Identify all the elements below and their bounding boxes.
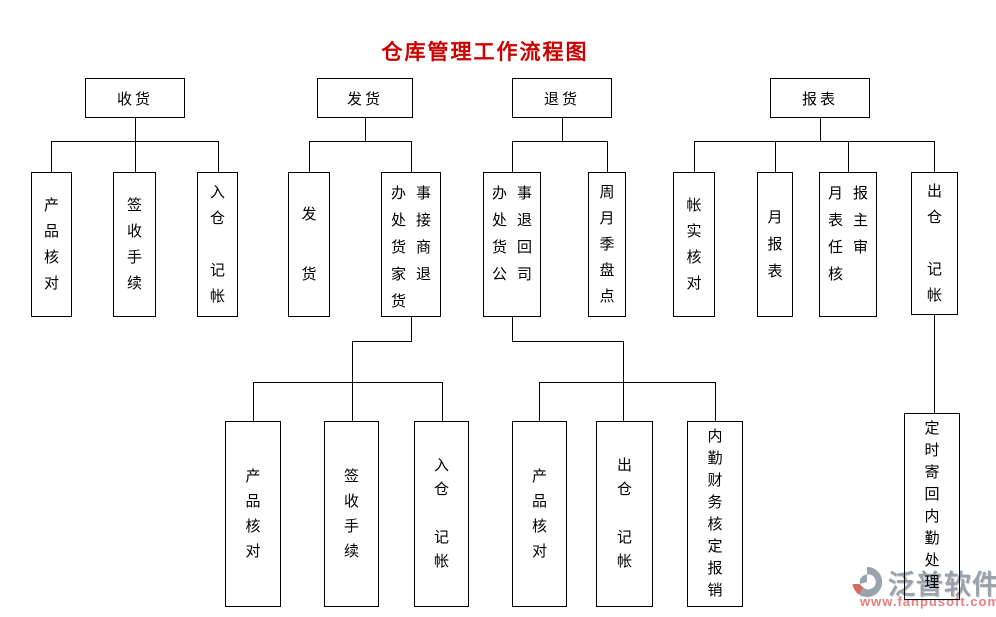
connector-line [623, 341, 624, 422]
connector-line [135, 118, 136, 142]
connector-line [694, 141, 935, 142]
connector-line [694, 141, 695, 173]
page-title: 仓库管理工作流程图 [381, 41, 589, 64]
connector-line [411, 141, 412, 173]
node-warehouse-in-booking-1: 入 仓 记 帐 [197, 172, 238, 317]
node-warehouse-out-booking-1: 出 仓 记 帐 [911, 172, 958, 315]
node-ship-goods: 发 货 [288, 172, 330, 317]
node-label: 收货 [116, 90, 153, 108]
connector-line [411, 316, 412, 342]
connector-line [442, 382, 443, 422]
connector-line [512, 316, 513, 342]
connector-line [352, 341, 353, 422]
watermark-brand: 泛普软件 [888, 570, 996, 600]
node-label: 产 品 核 对 [43, 196, 59, 292]
connector-line [775, 141, 776, 173]
connector-line [934, 141, 935, 173]
node-label-column-right: 事 接 商 退 [416, 185, 432, 283]
node-label: 内 勤 财 务 核 定 报 销 [707, 428, 723, 599]
node-account-verify: 帐 实 核 对 [673, 172, 715, 317]
connector-line [562, 118, 563, 142]
connector-line [512, 141, 608, 142]
node-label: 发货 [346, 90, 383, 108]
node-returns: 退货 [512, 78, 612, 118]
node-shipping: 发货 [317, 78, 413, 118]
connector-line [309, 141, 412, 142]
node-label-column-left: 办 处 货 家 货 [390, 185, 406, 310]
node-label: 出 仓 记 帐 [616, 457, 632, 570]
connector-line [253, 382, 254, 422]
connector-line [607, 141, 608, 173]
node-report-supervisor-review: 月 表 任 核 报 主 审 [819, 172, 877, 317]
connector-line [253, 382, 443, 383]
node-office-return-to-company: 办 处 货 公 事 退 回 司 [483, 172, 541, 317]
node-label-column-left: 办 处 货 公 [491, 185, 507, 283]
node-receiving: 收货 [85, 78, 185, 118]
connector-line [365, 118, 366, 142]
connector-line [539, 382, 716, 383]
connector-line [512, 341, 624, 342]
node-warehouse-out-booking-2: 出 仓 记 帐 [596, 421, 653, 607]
node-product-check-1: 产 品 核 对 [31, 172, 72, 317]
connector-line [934, 314, 935, 414]
node-stocktake: 周 月 季 盘 点 [588, 172, 626, 317]
node-signoff-2: 签 收 手 续 [324, 421, 379, 607]
watermark-url: www.fanpusoft.com [860, 594, 996, 609]
connector-line [135, 141, 136, 173]
node-label: 签 收 手 续 [126, 196, 142, 292]
node-label: 发 货 [301, 205, 317, 283]
node-warehouse-in-booking-2: 入 仓 记 帐 [414, 421, 469, 607]
node-label-column-right: 报 主 审 [853, 185, 869, 256]
node-label: 退货 [543, 90, 580, 108]
connector-line [820, 118, 821, 142]
node-label: 周 月 季 盘 点 [599, 183, 615, 305]
node-product-check-2: 产 品 核 对 [225, 421, 281, 607]
node-label: 帐 实 核 对 [686, 196, 702, 292]
node-label: 产 品 核 对 [245, 468, 261, 560]
fanpu-logo-icon [852, 566, 883, 597]
node-office-handle-merchant-returns: 办 处 货 家 货 事 接 商 退 [381, 172, 441, 317]
node-label: 产 品 核 对 [531, 468, 547, 560]
connector-line [309, 141, 310, 173]
node-label-column-right: 事 退 回 司 [517, 185, 533, 283]
node-mail-back-process: 定 时 寄 回 内 勤 处 理 [904, 413, 960, 600]
node-label: 签 收 手 续 [343, 468, 359, 560]
node-label: 报表 [801, 90, 838, 108]
node-label: 出 仓 记 帐 [926, 182, 942, 304]
node-label: 入 仓 记 帐 [433, 457, 449, 570]
connector-line [51, 141, 52, 173]
watermark: 泛普软件 www.fanpusoft.com [848, 563, 996, 615]
node-label: 定 时 寄 回 内 勤 处 理 [924, 420, 940, 591]
node-reports: 报表 [770, 78, 870, 118]
connector-line [218, 141, 219, 173]
connector-line [539, 382, 540, 422]
node-label: 月 报 表 [767, 209, 783, 280]
connector-line [715, 382, 716, 422]
connector-line [512, 141, 513, 173]
node-signoff-1: 签 收 手 续 [113, 172, 156, 317]
node-product-check-3: 产 品 核 对 [512, 421, 567, 607]
connector-line [352, 341, 412, 342]
node-finance-reimburse: 内 勤 财 务 核 定 报 销 [687, 421, 743, 607]
connector-line [848, 141, 849, 173]
node-label: 入 仓 记 帐 [209, 183, 225, 305]
node-label-column-left: 月 表 任 核 [827, 185, 843, 283]
node-monthly-report: 月 报 表 [757, 172, 793, 317]
